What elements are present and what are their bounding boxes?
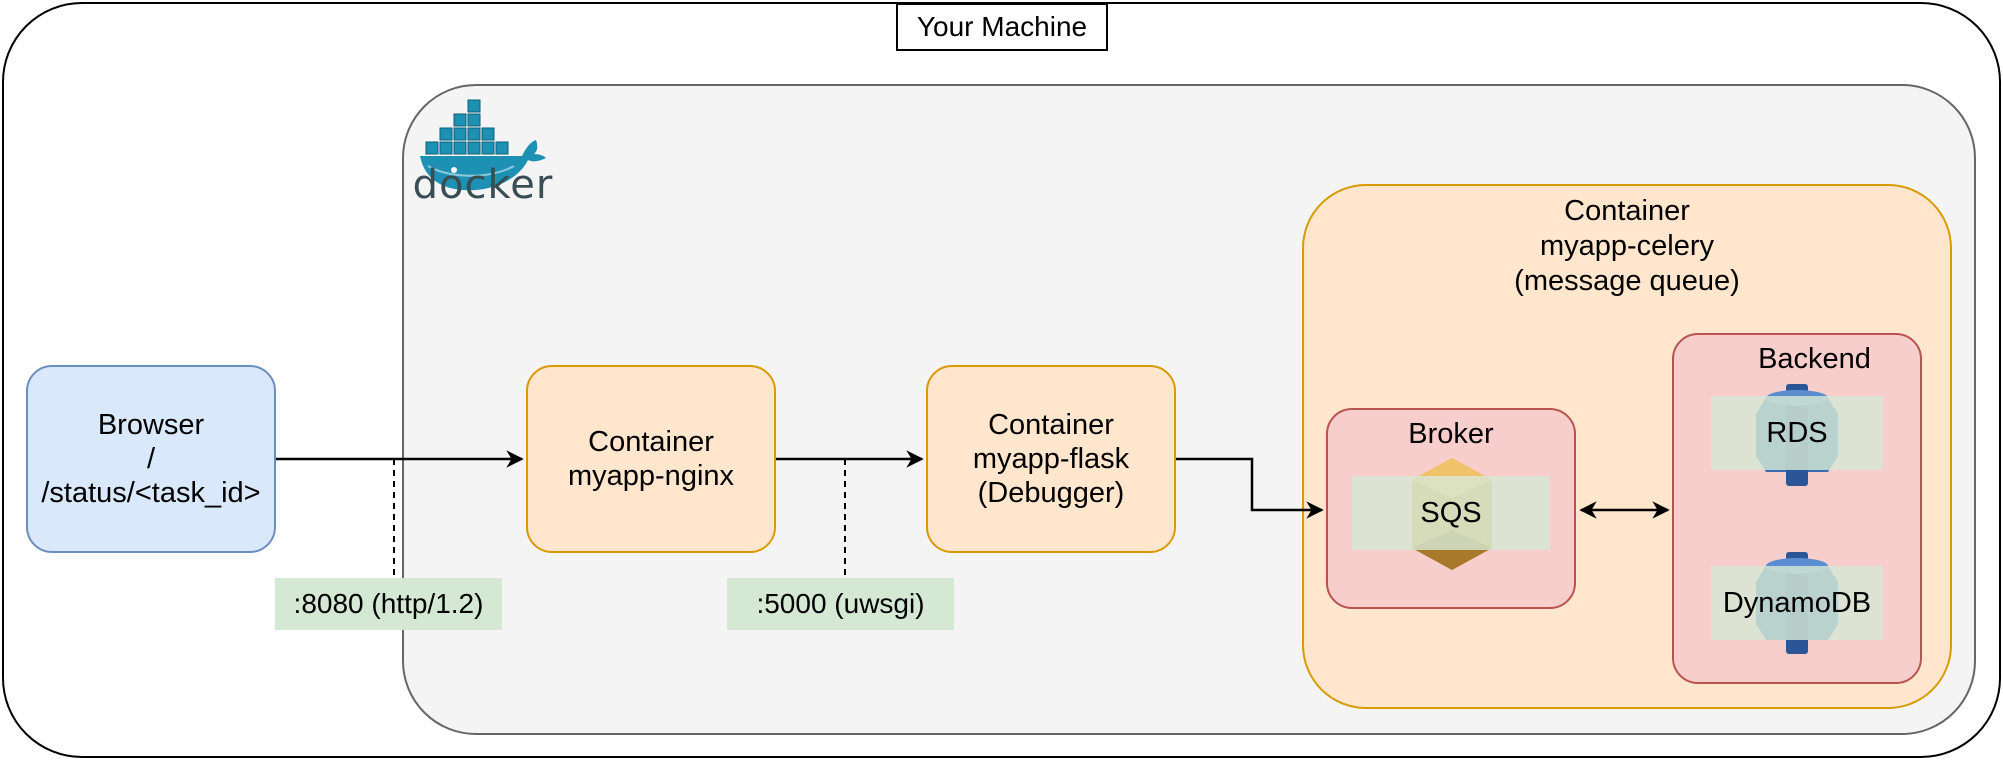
nginx-line: Container — [588, 426, 714, 458]
edge-flask-to-broker — [1176, 457, 1324, 519]
broker-title: Broker — [1408, 418, 1494, 450]
sqs-label: SQS — [1352, 476, 1550, 550]
nginx-line: myapp-nginx — [567, 460, 735, 492]
celery-title-line: myapp-celery — [1539, 230, 1715, 262]
browser-node: Browser / /status/<task_id> — [26, 365, 276, 553]
machine-title: Your Machine — [896, 3, 1108, 51]
backend-title: Backend — [1758, 343, 1871, 375]
rds-label: RDS — [1711, 396, 1883, 470]
container-myapp-nginx: Container myapp-nginx — [526, 365, 776, 553]
docker-whale-icon — [420, 99, 546, 191]
port-5000-label: :5000 (uwsgi) — [727, 578, 954, 630]
flask-line: myapp-flask — [972, 443, 1130, 475]
browser-line: Browser — [97, 409, 205, 441]
celery-title: Container myapp-celery (message queue) — [1302, 194, 1952, 299]
browser-line: / — [146, 443, 156, 475]
dynamodb-label: DynamoDB — [1711, 566, 1883, 640]
celery-title-line: Container — [1564, 195, 1690, 227]
browser-line: /status/<task_id> — [41, 477, 261, 509]
docker-wordmark: docker — [412, 162, 554, 208]
container-myapp-flask: Container myapp-flask (Debugger) — [926, 365, 1176, 553]
port-8080-label: :8080 (http/1.2) — [275, 578, 502, 630]
celery-title-line: (message queue) — [1514, 265, 1740, 297]
flask-line: Container — [988, 409, 1114, 441]
flask-line: (Debugger) — [977, 477, 1125, 509]
